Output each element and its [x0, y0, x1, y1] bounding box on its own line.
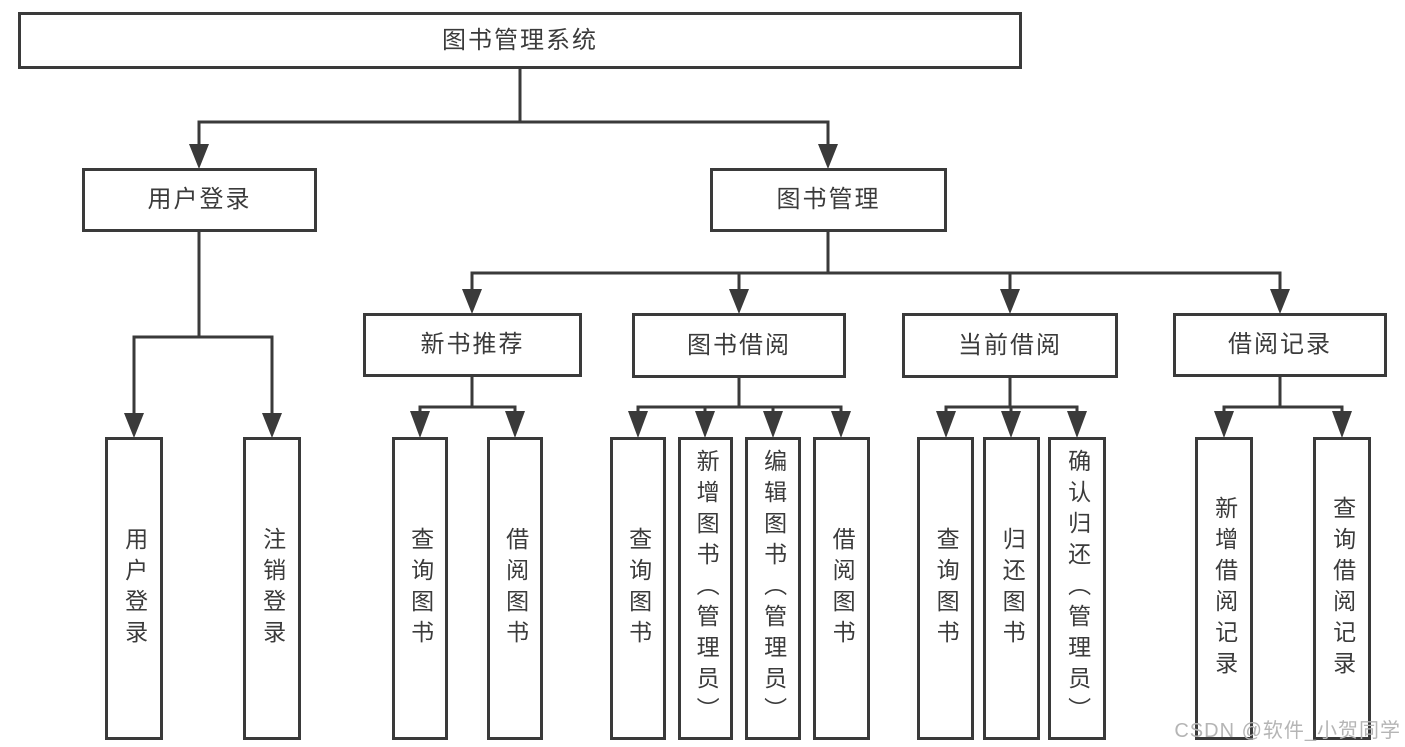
- leaf-user-login: 用户登录: [105, 437, 163, 740]
- node-borrow-records: 借阅记录: [1173, 313, 1387, 377]
- leaf-query-borrow-record: 查询借阅记录: [1313, 437, 1371, 740]
- leaf-logout: 注销登录: [243, 437, 301, 740]
- node-new-book-recommend: 新书推荐: [363, 313, 582, 377]
- node-current-borrowing: 当前借阅: [902, 313, 1118, 378]
- leaf-query-books-recommend: 查询图书: [392, 437, 448, 740]
- leaf-borrow-books: 借阅图书: [813, 437, 870, 740]
- leaf-add-books-admin: 新增图书（管理员）: [678, 437, 733, 740]
- leaf-borrow-books-recommend: 借阅图书: [487, 437, 543, 740]
- leaf-query-books-current: 查询图书: [917, 437, 974, 740]
- leaf-confirm-return-admin: 确认归还（管理员）: [1048, 437, 1106, 740]
- leaf-return-books: 归还图书: [983, 437, 1040, 740]
- node-book-management-branch: 图书管理: [710, 168, 947, 232]
- node-user-login-branch: 用户登录: [82, 168, 317, 232]
- leaf-add-borrow-record: 新增借阅记录: [1195, 437, 1253, 740]
- leaf-edit-books-admin: 编辑图书（管理员）: [745, 437, 801, 740]
- csdn-watermark: CSDN @软件_小贺同学: [1174, 720, 1401, 742]
- leaf-query-books-borrowing: 查询图书: [610, 437, 666, 740]
- node-book-borrowing: 图书借阅: [632, 313, 846, 378]
- node-root-system: 图书管理系统: [18, 12, 1022, 69]
